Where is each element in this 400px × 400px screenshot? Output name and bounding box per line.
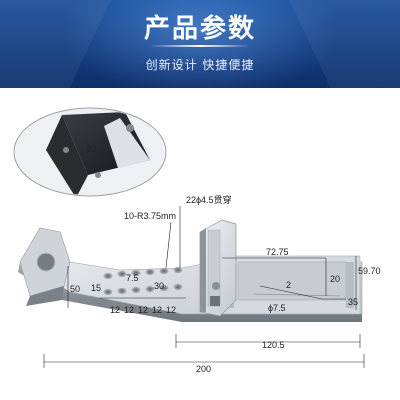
base-plate — [18, 227, 363, 322]
label-30: 30 — [154, 281, 164, 291]
label-12-a: 12 — [110, 305, 120, 315]
label-phi-7-5: ϕ7.5 — [268, 303, 286, 313]
product-drawing: 30 — [13, 107, 381, 374]
label-59-70: 59.70 — [358, 266, 381, 276]
label-radius-spec: 10-R3.75mm — [124, 211, 176, 221]
title-underline — [150, 45, 250, 47]
dimension-lines — [43, 206, 365, 368]
hole-grid — [103, 266, 183, 296]
label-12-c: 12 — [138, 305, 148, 315]
mounting-hole — [36, 252, 56, 272]
page-subtitle: 创新设计 快捷便捷 — [145, 58, 255, 72]
banner-glow — [60, 0, 340, 88]
label-12-d: 12 — [152, 305, 162, 315]
label-200: 200 — [196, 364, 211, 374]
label-12-e: 12 — [166, 305, 176, 315]
vertical-bracket — [199, 219, 237, 317]
label-120-5: 120.5 — [262, 340, 285, 350]
label-12-b: 12 — [124, 305, 134, 315]
label-35: 35 — [348, 297, 358, 307]
header-banner: 产品参数 创新设计 快捷便捷 — [0, 0, 400, 88]
label-50: 50 — [70, 284, 80, 294]
label-hole-spec: 22ϕ4.5贯穿 — [186, 194, 232, 205]
dimension-labels: 22ϕ4.5贯穿 10-R3.75mm 72.75 59.70 20 2 35 … — [70, 194, 381, 374]
page-title: 产品参数 — [143, 14, 256, 44]
label-2: 2 — [286, 280, 291, 290]
inset-dim-30: 30 — [86, 144, 96, 154]
label-20: 20 — [330, 274, 340, 284]
inset-closeup: 30 — [13, 107, 167, 197]
label-7-5: 7.5 — [126, 273, 139, 283]
label-72-75: 72.75 — [266, 247, 289, 257]
label-15: 15 — [91, 283, 101, 293]
